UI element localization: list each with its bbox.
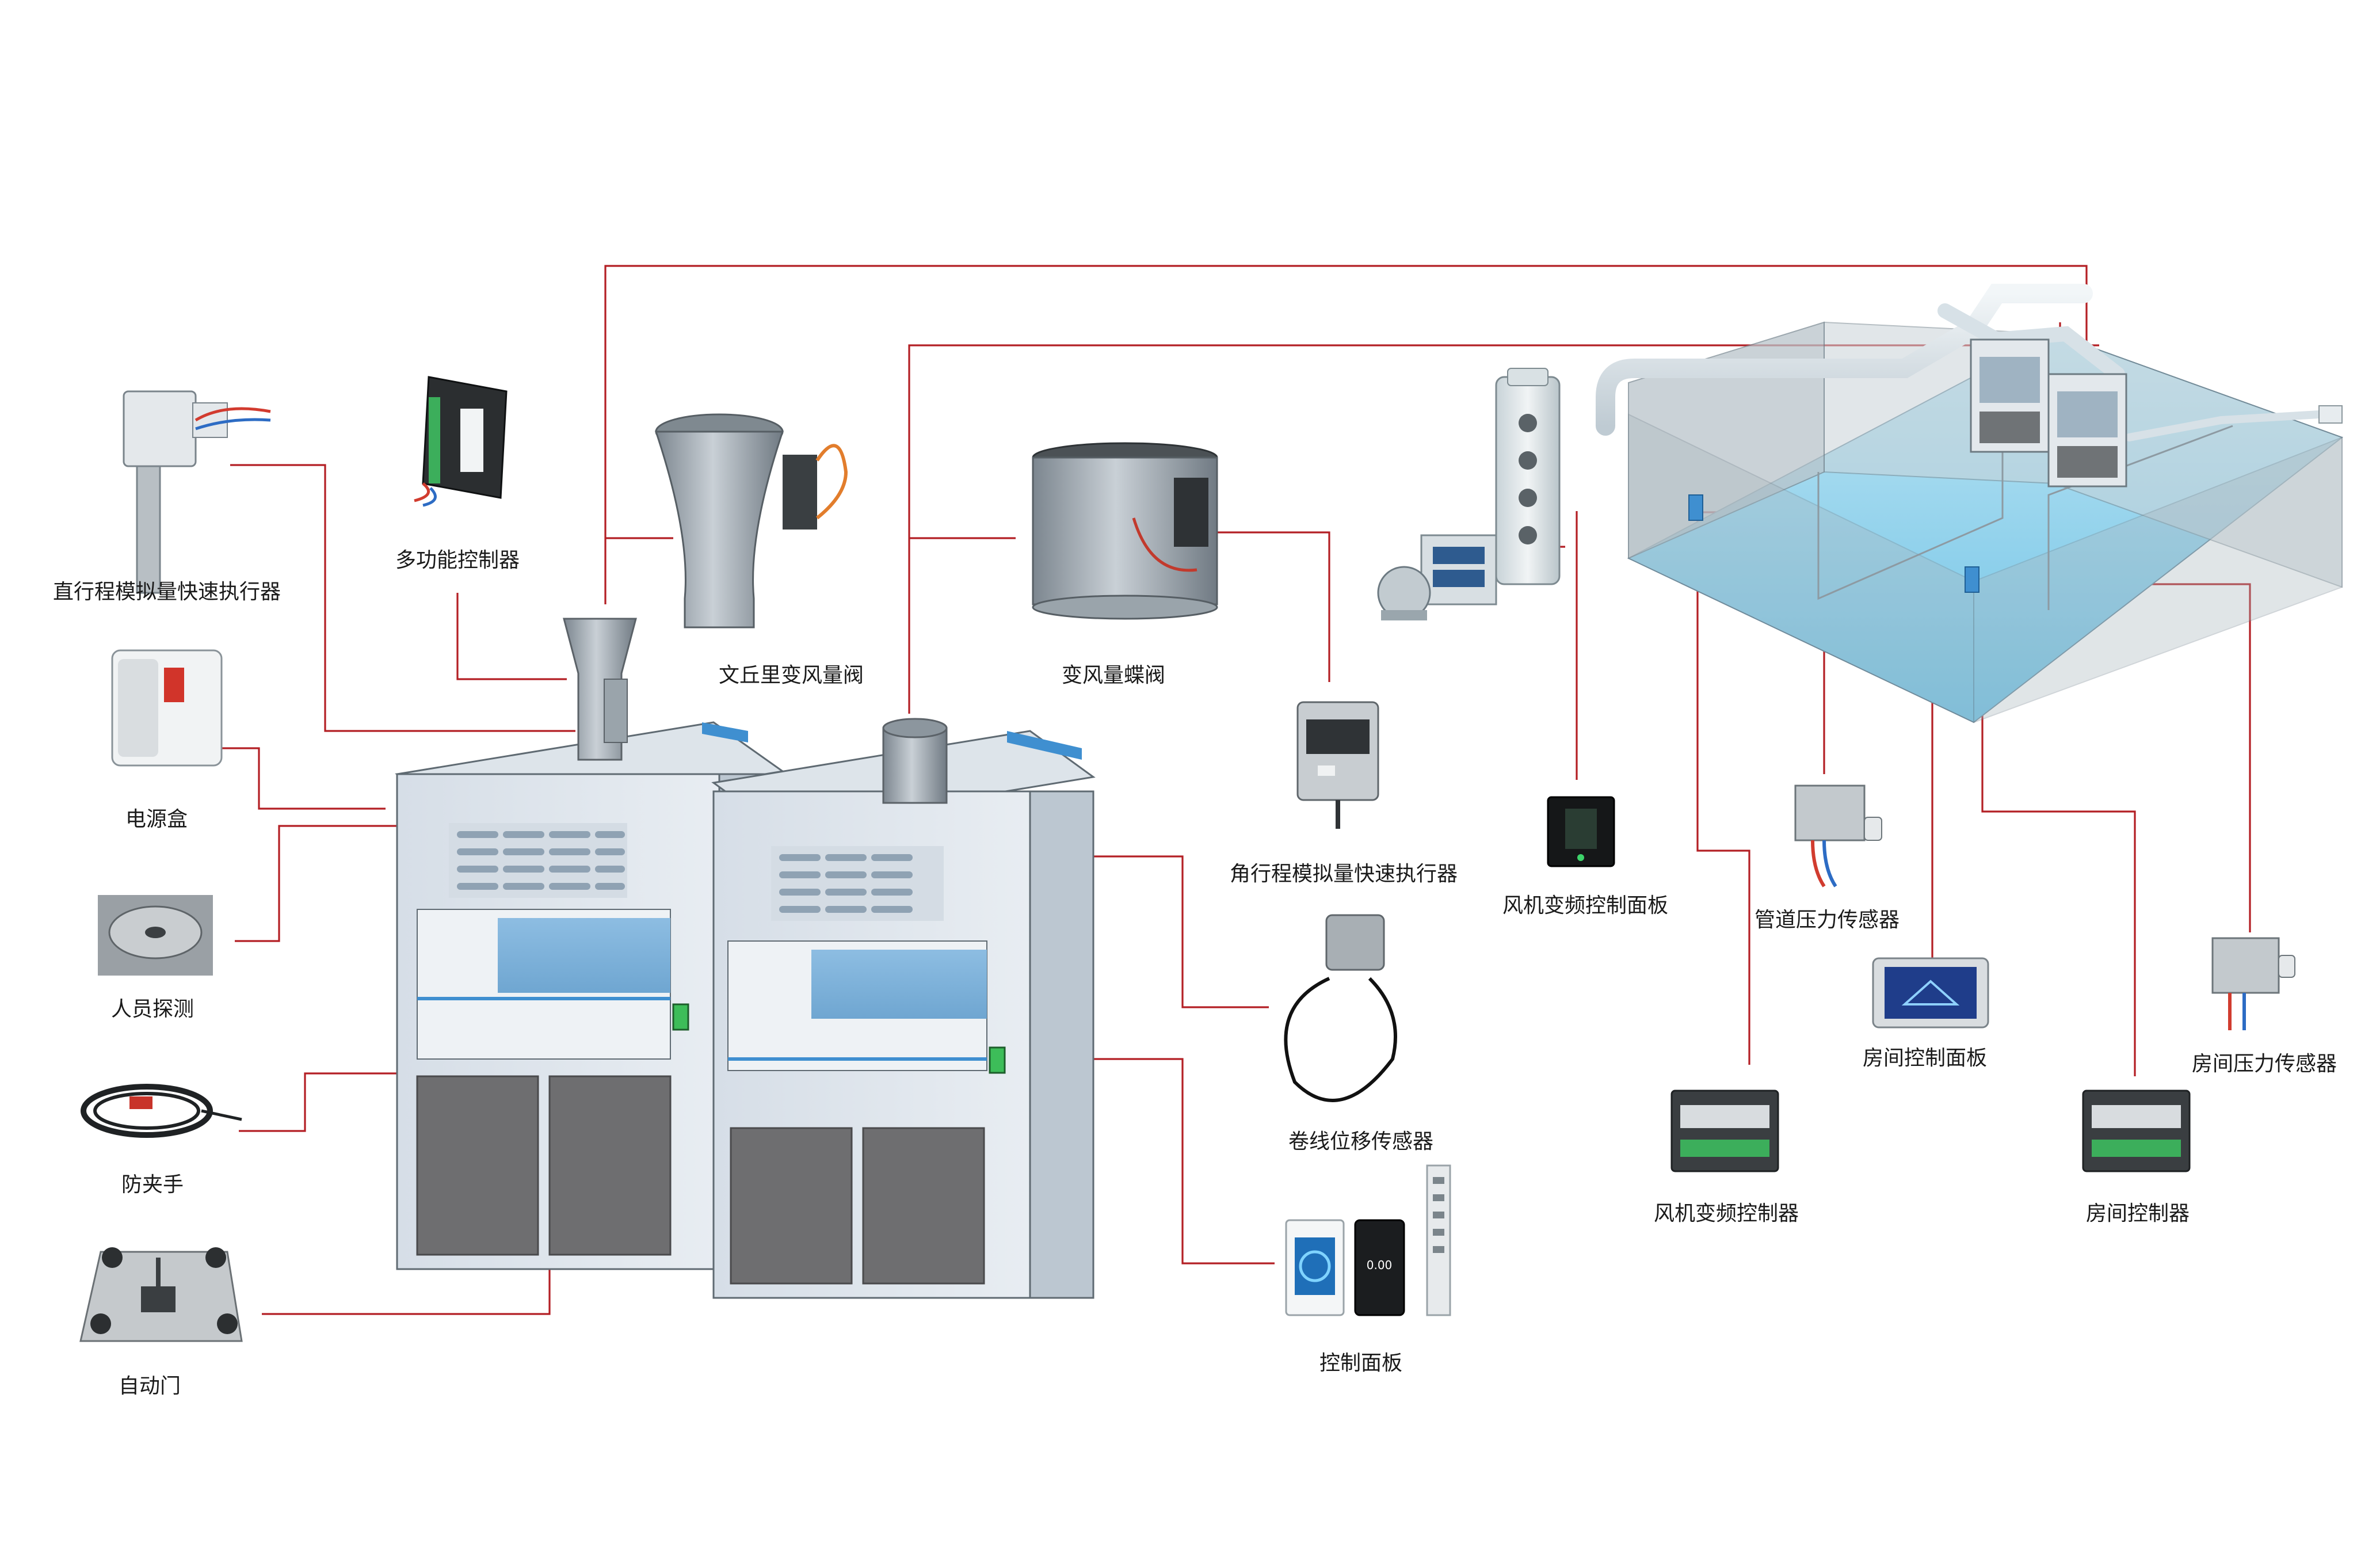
room-pressure-sensor-device	[2211, 937, 2295, 1030]
duct-branch	[1937, 303, 2125, 382]
laboratory-room-3d	[1596, 284, 2344, 723]
label-room-control-panel: 房间控制面板	[1863, 1046, 1987, 1070]
label-linear-actuator: 直行程模拟量快速执行器	[53, 580, 281, 604]
label-butterfly-valve: 变风量蝶阀	[1062, 664, 1165, 687]
control-panel-devices: 0.00	[1285, 1164, 1451, 1316]
room-partition-2	[2047, 425, 2233, 610]
label-venturi-valve: 文丘里变风量阀	[719, 664, 864, 687]
wall-sensor-1	[1688, 494, 1703, 521]
labels: 直行程模拟量快速执行器 电源盒 人员探测 防夹手 自动门 多功能控制器 文丘里变…	[53, 549, 2337, 1398]
roof-fume-hood-2	[2047, 373, 2127, 487]
control-panel-screen-value: 0.00	[1367, 1258, 1393, 1272]
auto-door-device	[79, 1247, 243, 1342]
label-fan-vfd-panel: 风机变频控制面板	[1502, 894, 1668, 917]
wall-sensor-2	[1965, 566, 1979, 593]
roof-fume-hood-1	[1970, 338, 2050, 453]
connector-presence-detector	[235, 825, 443, 942]
duct-end-box	[2318, 405, 2343, 424]
power-box-device	[111, 649, 223, 767]
connector-control-panel	[1008, 1058, 1275, 1264]
connector-sash-sensor	[1027, 855, 1269, 1008]
connector-anti-pinch	[239, 1072, 414, 1132]
fan-vfd-controller-device	[1670, 1090, 1779, 1172]
venturi-valve-device	[654, 413, 848, 629]
label-room-controller: 房间控制器	[2086, 1202, 2190, 1225]
label-fan-vfd-controller: 风机变频控制器	[1654, 1202, 1799, 1225]
connector-power-box	[222, 747, 386, 810]
label-room-pressure-sensor: 房间压力传感器	[2192, 1052, 2337, 1076]
scrubber-tower	[1495, 368, 1561, 585]
presence-detector-device	[98, 895, 213, 976]
label-sash-sensor: 卷线位移传感器	[1288, 1130, 1433, 1153]
label-duct-pressure-sensor: 管道压力传感器	[1755, 908, 1900, 932]
connector-vfd-controller	[1696, 512, 1750, 1065]
linear-actuator-device	[123, 390, 271, 594]
hood-valve-right	[882, 718, 948, 804]
room-control-panel-device	[1872, 957, 1989, 1029]
exhaust-fan-unit	[1377, 534, 1497, 620]
label-auto-door: 自动门	[119, 1374, 181, 1398]
butterfly-valve-device	[1032, 442, 1218, 620]
room-controller-device	[2082, 1090, 2191, 1172]
connector-multi-controller	[456, 593, 567, 680]
connector-lines	[222, 265, 2251, 1315]
duct-main	[1596, 284, 2093, 436]
sash-sensor-device	[1284, 914, 1397, 1102]
room-partition	[1817, 403, 2004, 600]
hood-valve-left	[563, 618, 637, 761]
label-presence-detector: 人员探测	[111, 997, 194, 1021]
duct-branch-2	[2125, 410, 2323, 441]
fan-vfd-panel-device	[1547, 796, 1615, 867]
label-multi-controller: 多功能控制器	[395, 549, 520, 572]
fume-hood-right	[711, 730, 1096, 1299]
label-rotary-actuator: 角行程模拟量快速执行器	[1230, 862, 1458, 886]
label-control-panel: 控制面板	[1319, 1351, 1402, 1375]
duct-pressure-sensor-device	[1794, 784, 1882, 888]
connector-linear-actuator	[230, 464, 575, 732]
room-right-wall	[1973, 436, 2343, 723]
anti-pinch-device	[81, 1084, 242, 1138]
multi-controller-device	[414, 376, 508, 507]
rotary-actuator-device	[1296, 701, 1379, 829]
label-anti-pinch: 防夹手	[121, 1173, 184, 1197]
label-power-box: 电源盒	[125, 808, 188, 831]
